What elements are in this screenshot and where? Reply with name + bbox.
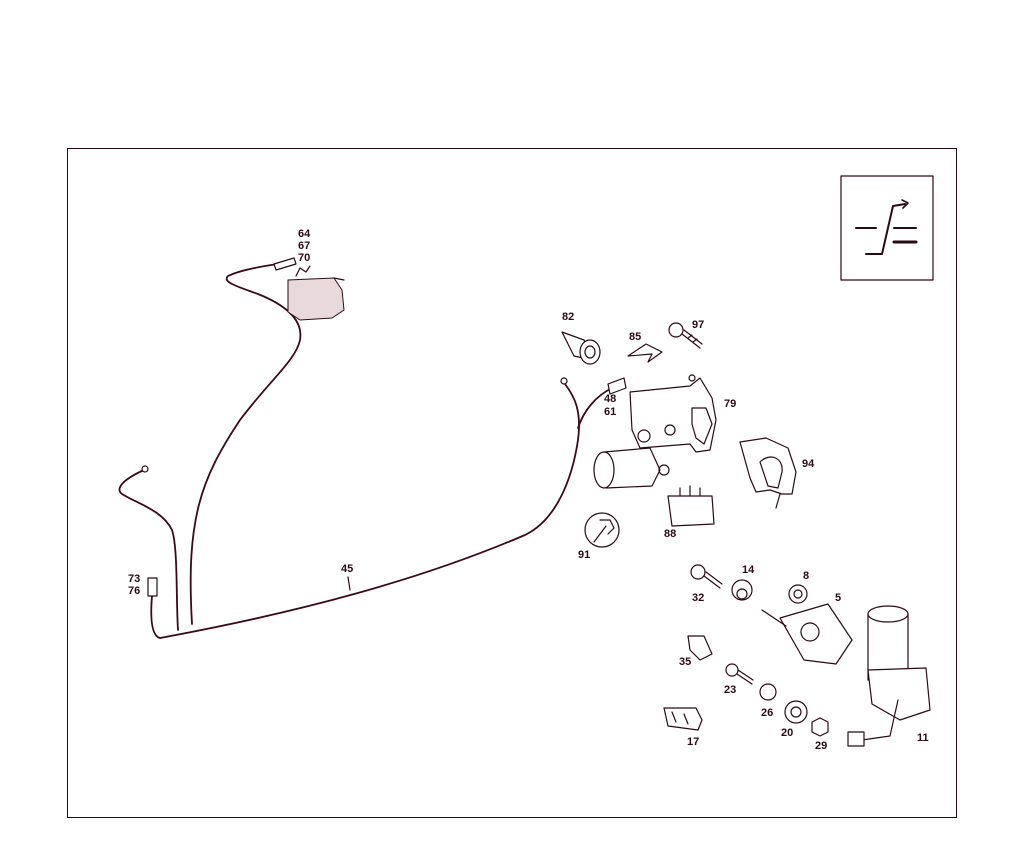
- label-14: 14: [742, 564, 755, 576]
- part-5-gasket: [761, 603, 853, 665]
- label-82: 82: [562, 311, 574, 323]
- label-91: 91: [578, 549, 590, 561]
- label-45: 45: [341, 563, 353, 575]
- part-97-screw: [668, 322, 703, 349]
- label-76: 76: [128, 585, 140, 597]
- label-94: 94: [802, 458, 815, 470]
- part-79-bracket: [629, 374, 717, 453]
- wiring-harness-45: [118, 263, 613, 639]
- transition-step-icon: [855, 199, 918, 255]
- label-32: 32: [692, 592, 704, 604]
- part-82-bulb-socket: [561, 331, 601, 365]
- label-64: 64: [298, 228, 311, 240]
- label-35: 35: [679, 656, 691, 668]
- part-32-screw: [690, 564, 723, 589]
- part-11-motor-assembly: [847, 605, 931, 747]
- label-23: 23: [724, 684, 736, 696]
- label-29: 29: [815, 740, 827, 752]
- label-26: 26: [761, 707, 773, 719]
- label-48: 48: [604, 393, 616, 405]
- part-labels: 64 67 70 82 85 97 48 61 79 94 91 88 73 7…: [128, 228, 929, 752]
- part-29-nut: [811, 717, 829, 737]
- label-70: 70: [298, 252, 310, 264]
- connector-64-67-70: [273, 257, 297, 271]
- part-17-plug: [663, 707, 703, 731]
- legend-box: [840, 175, 934, 281]
- part-14-grommet: [731, 579, 753, 601]
- label-61: 61: [604, 406, 616, 418]
- label-88: 88: [664, 528, 676, 540]
- label-17: 17: [687, 736, 699, 748]
- part-23-screw: [725, 663, 754, 685]
- label-5: 5: [835, 592, 841, 604]
- part-8-washer: [788, 584, 808, 604]
- wrench-icon: [584, 512, 620, 548]
- part-26-bushing: [759, 683, 777, 701]
- label-11: 11: [917, 732, 929, 744]
- connector-73-76: [147, 577, 158, 597]
- label-8: 8: [803, 570, 809, 582]
- label-67: 67: [298, 240, 310, 252]
- part-35-clip: [687, 635, 713, 661]
- label-97: 97: [692, 319, 704, 331]
- part-94-cover: [739, 437, 797, 509]
- wiper-motor: [593, 447, 670, 489]
- label-79: 79: [724, 398, 736, 410]
- label-85: 85: [629, 331, 641, 343]
- label-73: 73: [128, 573, 140, 585]
- diagram-frame: [67, 148, 957, 818]
- part-88-relay: [667, 485, 715, 527]
- connector-48-61: [607, 377, 627, 395]
- part-85-clip: [627, 343, 663, 363]
- part-20-grommet: [784, 700, 808, 724]
- label-20: 20: [781, 727, 793, 739]
- control-unit: [287, 265, 345, 321]
